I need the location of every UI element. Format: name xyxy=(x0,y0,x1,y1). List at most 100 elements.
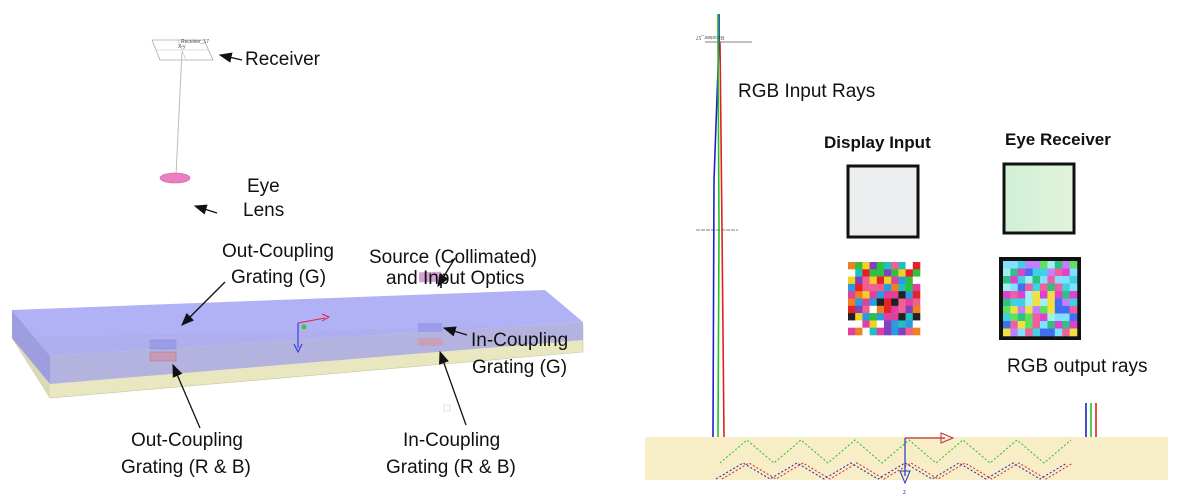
mosaic-tile xyxy=(1040,321,1048,329)
mosaic-tile xyxy=(862,276,870,285)
mosaic-tile xyxy=(848,313,856,321)
mosaic-tile xyxy=(891,262,899,270)
mosaic-tile xyxy=(905,320,914,328)
mosaic-tile xyxy=(1069,291,1078,299)
mosaic-tile xyxy=(905,298,914,307)
right-panel: Receiver_17 z RGB Input Rays Display Inp… xyxy=(645,14,1168,496)
mosaic-tile xyxy=(1047,328,1056,337)
mosaic-tile xyxy=(1003,283,1011,292)
mosaic-tile xyxy=(876,283,885,292)
mosaic-tile xyxy=(862,269,870,277)
label-eye: Eye xyxy=(247,176,280,197)
mosaic-tile xyxy=(1025,291,1033,299)
mosaic-tile xyxy=(1017,313,1026,322)
label-lens: Lens xyxy=(243,200,284,221)
label-source-line1: Source (Collimated) xyxy=(369,247,537,268)
mosaic-tile xyxy=(1003,261,1011,269)
mosaic-tile xyxy=(1047,283,1056,292)
guided-ray-path xyxy=(719,439,1072,464)
mosaic-tile xyxy=(898,313,906,321)
mosaic-tile xyxy=(1010,313,1019,322)
mosaic-tile xyxy=(1054,306,1063,314)
mosaic-tile xyxy=(1040,298,1048,307)
mosaic-tile xyxy=(876,298,885,307)
mosaic-tile xyxy=(1047,291,1056,299)
display-input-mosaic-image xyxy=(848,262,921,336)
left-panel: Receiver_17 X-y xyxy=(11,39,584,478)
mosaic-tile xyxy=(1010,306,1019,314)
mosaic-tile xyxy=(1032,291,1041,299)
mosaic-tile xyxy=(912,313,921,321)
mosaic-tile xyxy=(862,283,870,292)
mosaic-tile xyxy=(869,320,878,328)
mosaic-tile xyxy=(905,313,914,321)
mosaic-tile xyxy=(869,276,878,285)
eye-receiver-green-image xyxy=(1002,162,1076,235)
mosaic-tile xyxy=(862,291,870,299)
label-out-rb-line2: Grating (R & B) xyxy=(121,457,251,478)
mosaic-tile xyxy=(1062,328,1070,337)
mosaic-tile xyxy=(862,262,870,270)
mosaic-tile xyxy=(1054,291,1063,299)
label-in-rb-line1: In-Coupling xyxy=(403,430,500,451)
mosaic-tile xyxy=(1003,321,1011,329)
receiver-tag: Receiver_17 xyxy=(181,39,209,45)
mosaic-tile xyxy=(1047,321,1056,329)
mosaic-tile xyxy=(1003,328,1011,337)
mosaic-tile xyxy=(855,320,863,328)
mosaic-tile xyxy=(848,320,856,328)
mosaic-tile xyxy=(1069,276,1078,284)
mosaic-tile xyxy=(1010,283,1019,292)
mosaic-tile xyxy=(884,305,892,314)
mosaic-tile xyxy=(1069,313,1078,322)
mosaic-tile xyxy=(869,305,878,314)
mosaic-tile xyxy=(855,269,863,277)
mosaic-tile xyxy=(912,283,921,292)
mosaic-tile xyxy=(1032,276,1041,284)
mosaic-tile xyxy=(1032,328,1041,337)
mosaic-tile xyxy=(1069,328,1078,337)
mosaic-tile xyxy=(876,320,885,328)
arrow-eye-lens xyxy=(193,204,218,215)
mosaic-tile xyxy=(1040,261,1048,269)
mosaic-tile xyxy=(855,291,863,299)
mosaic-tile xyxy=(1062,298,1070,307)
mosaic-tile xyxy=(1054,283,1063,292)
mosaic-tile xyxy=(848,276,856,285)
label-out-g-line2: Grating (G) xyxy=(231,267,326,288)
mosaic-tile xyxy=(1025,261,1033,269)
mosaic-tile xyxy=(1032,268,1041,277)
mosaic-tile xyxy=(898,320,906,328)
label-eye-receiver: Eye Receiver xyxy=(1005,130,1111,149)
mosaic-tile xyxy=(891,283,899,292)
mosaic-tile xyxy=(884,276,892,285)
mosaic-tile xyxy=(876,291,885,299)
label-rgb-input: RGB Input Rays xyxy=(738,81,875,102)
guided-ray-path xyxy=(715,462,1068,480)
mosaic-tile xyxy=(869,313,878,321)
mosaic-tile xyxy=(912,291,921,299)
mosaic-tile xyxy=(869,327,878,336)
mosaic-tile xyxy=(1062,268,1070,277)
mosaic-tile xyxy=(905,262,914,270)
mosaic-tile xyxy=(898,298,906,307)
mosaic-tile xyxy=(1003,276,1011,284)
mosaic-tile xyxy=(905,269,914,277)
mosaic-tile xyxy=(855,327,863,336)
mosaic-tile xyxy=(855,313,863,321)
mosaic-tile xyxy=(1010,268,1019,277)
mosaic-tile xyxy=(1017,291,1026,299)
mosaic-tile xyxy=(862,327,870,336)
mosaic-tile xyxy=(1040,306,1048,314)
mosaic-tile xyxy=(905,276,914,285)
source-patch xyxy=(419,271,441,283)
label-source-line2: and Input Optics xyxy=(386,268,524,289)
waveguide-axes-icon: z xyxy=(899,432,955,496)
mosaic-tile xyxy=(1069,298,1078,307)
label-in-g-line2: Grating (G) xyxy=(472,357,567,378)
receiver-tag-rotated: Receiver_17 xyxy=(696,34,724,40)
mosaic-tile xyxy=(898,262,906,270)
mosaic-tile xyxy=(891,313,899,321)
mosaic-tile xyxy=(1047,306,1056,314)
